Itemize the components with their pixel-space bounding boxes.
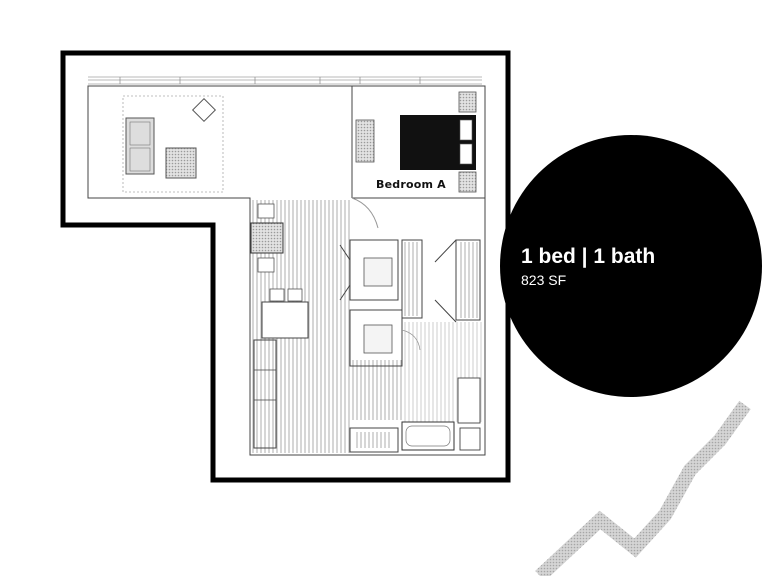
living-rug: [122, 95, 224, 193]
dresser: [355, 119, 375, 163]
pillow: [459, 143, 473, 165]
nightstand: [458, 171, 477, 193]
bathtub-basin: [405, 425, 451, 447]
washer: [363, 324, 393, 354]
toilet: [459, 427, 481, 451]
shelving: [404, 242, 420, 316]
bathtub: [401, 421, 455, 451]
linen-closet: [349, 427, 399, 453]
unit-type-title: 1 bed | 1 bath: [521, 245, 656, 268]
window-strip: [88, 76, 482, 85]
unit-badge: [500, 135, 762, 397]
dryer: [363, 257, 393, 287]
room-label-bedroom: Bedroom A: [376, 178, 446, 191]
bar-stool: [287, 288, 303, 302]
shelving: [356, 432, 392, 448]
sofa: [125, 117, 155, 175]
nightstand: [458, 91, 477, 113]
vanity: [457, 377, 481, 424]
unit-area: 823 SF: [521, 272, 567, 288]
closets: [339, 239, 481, 367]
side-table: [191, 97, 217, 123]
sofa-cushion: [129, 147, 151, 172]
sofa-cushion: [129, 121, 151, 146]
interior-walls: [87, 85, 486, 456]
outer-wall: [60, 50, 511, 483]
kitchen-counter: [253, 339, 277, 449]
ottoman: [165, 147, 197, 179]
dining-table: [250, 222, 284, 254]
shelving: [458, 242, 478, 318]
bar-stool: [269, 288, 285, 302]
pillow: [459, 119, 473, 141]
wood-floor: [350, 360, 402, 420]
kitchen-island: [261, 301, 309, 339]
decorative-stripe: [535, 400, 751, 576]
dining-chair: [257, 257, 275, 273]
dining-chair: [257, 203, 275, 219]
